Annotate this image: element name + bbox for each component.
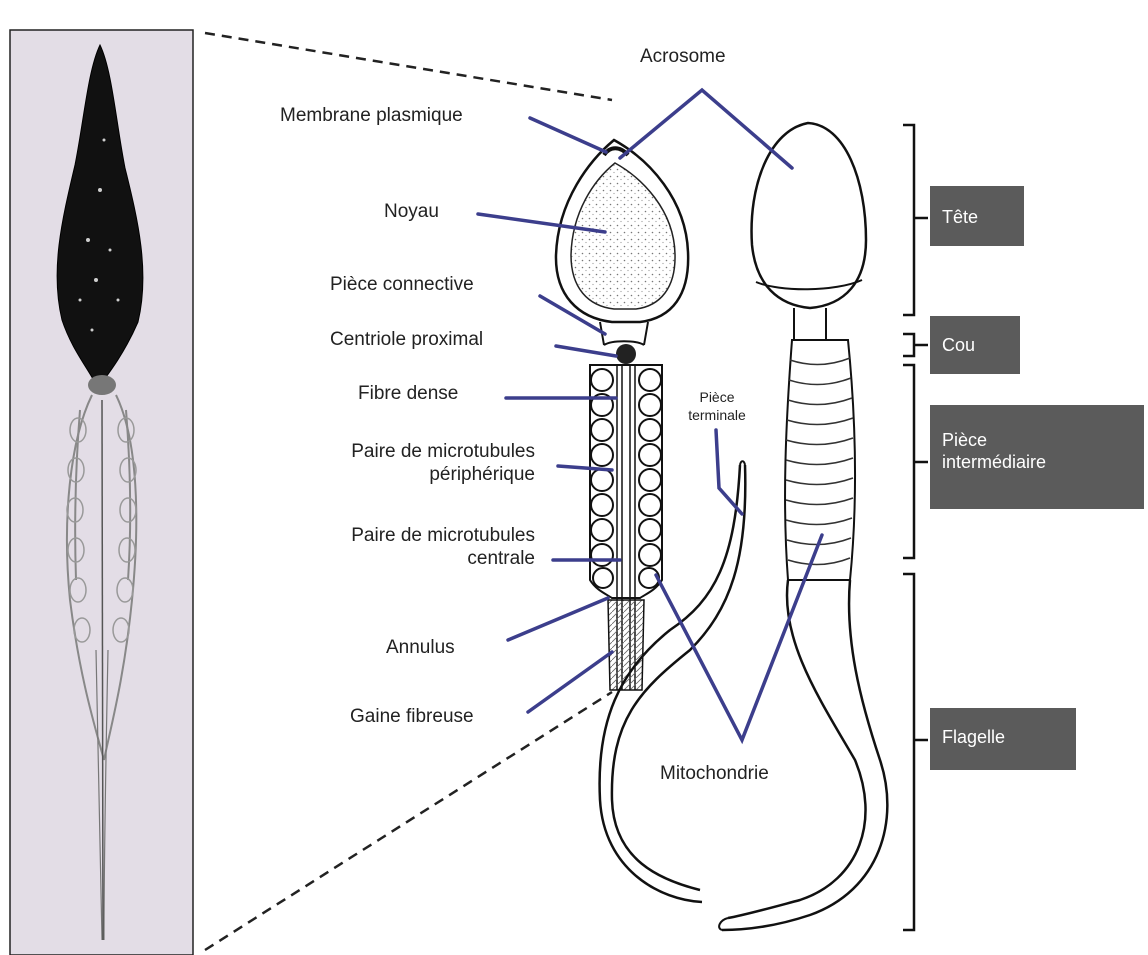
label-paire-peripherique-line2: périphérique	[285, 463, 535, 486]
region-flagelle: Flagelle	[930, 708, 1076, 770]
section-centriole	[616, 344, 636, 364]
whole-flagellum-tip	[719, 918, 728, 930]
label-piece-terminale-line1: Pièce	[672, 388, 762, 406]
leader-acrosome	[620, 90, 792, 168]
tail-tip	[740, 461, 745, 465]
label-noyau: Noyau	[384, 200, 439, 223]
leader-gaine	[528, 652, 612, 712]
label-paire-centrale-line1: Paire de microtubules	[285, 524, 535, 547]
label-centriole-proximal: Centriole proximal	[330, 328, 483, 351]
leader-centriole	[556, 346, 616, 356]
zoom-line-top	[205, 33, 612, 100]
whole-neck	[794, 308, 826, 340]
whole-head	[752, 123, 866, 308]
section-connective	[600, 322, 648, 345]
bracket-cou	[903, 334, 928, 356]
label-annulus: Annulus	[386, 636, 455, 659]
leader-annulus	[508, 598, 608, 640]
label-paire-centrale: Paire de microtubules centrale	[285, 524, 535, 570]
region-piece-intermediaire-line2: intermédiaire	[942, 451, 1144, 473]
bracket-piece-inter	[903, 365, 928, 558]
whole-flagellum-inner	[722, 580, 887, 930]
label-paire-centrale-line2: centrale	[285, 547, 535, 570]
label-gaine-fibreuse: Gaine fibreuse	[350, 705, 474, 728]
region-piece-intermediaire: Pièce intermédiaire	[930, 405, 1144, 509]
label-fibre-dense: Fibre dense	[358, 382, 458, 405]
label-piece-terminale-line2: terminale	[672, 406, 762, 424]
label-paire-peripherique-line1: Paire de microtubules	[285, 440, 535, 463]
section-drawing	[556, 140, 688, 690]
region-piece-intermediaire-line1: Pièce	[942, 429, 1144, 451]
leader-membrane	[530, 118, 606, 152]
label-piece-connective: Pièce connective	[330, 273, 474, 296]
whole-flagellum-outer	[728, 580, 866, 918]
bracket-tete	[903, 125, 928, 315]
label-acrosome: Acrosome	[640, 45, 726, 68]
zoom-line-bottom	[205, 692, 612, 950]
micrograph-panel	[10, 30, 193, 955]
label-paire-peripherique: Paire de microtubules périphérique	[285, 440, 535, 486]
micrograph-neck	[88, 375, 116, 395]
region-tete: Tête	[930, 186, 1024, 246]
bracket-flagelle	[903, 574, 928, 930]
label-piece-terminale: Pièce terminale	[672, 388, 762, 424]
label-mitochondrie: Mitochondrie	[660, 762, 769, 785]
region-brackets	[903, 125, 928, 930]
label-membrane-plasmique: Membrane plasmique	[280, 104, 463, 127]
region-cou: Cou	[930, 316, 1020, 374]
